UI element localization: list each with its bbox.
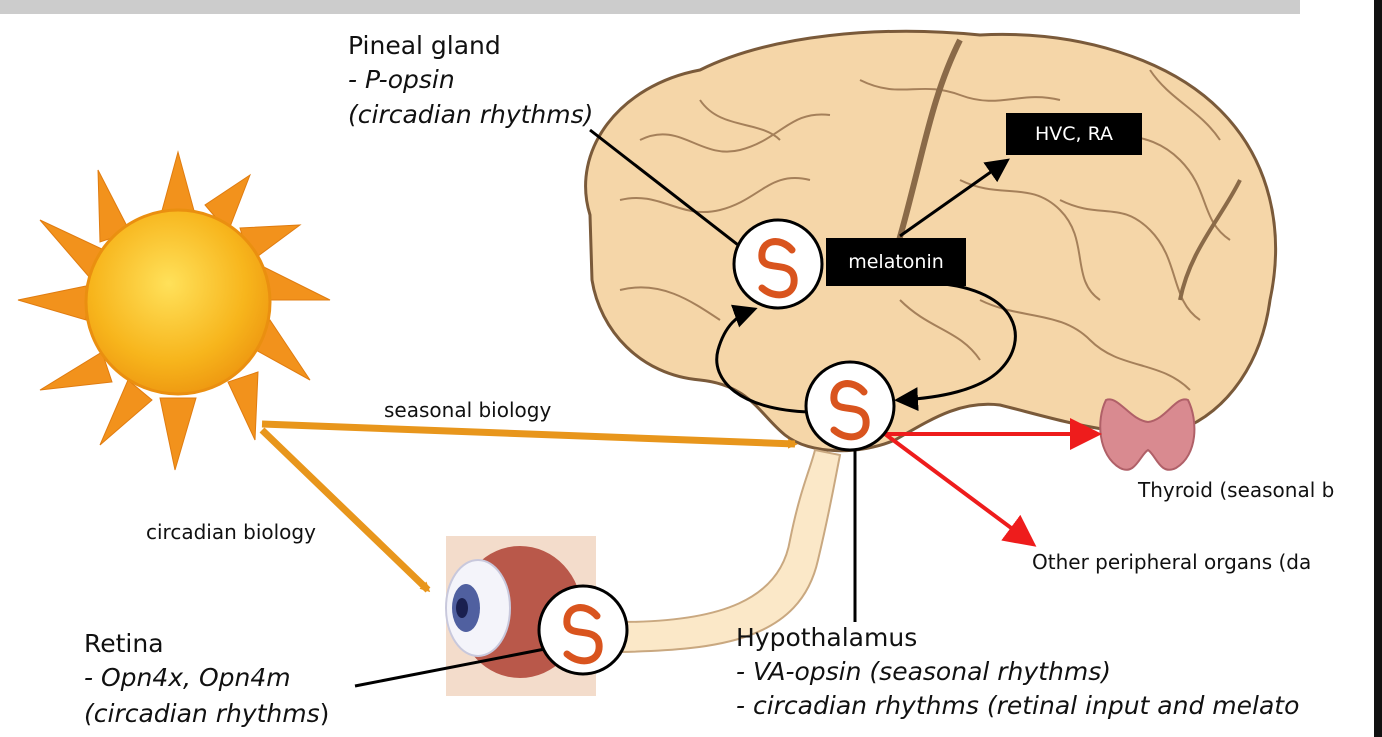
pineal-title: Pineal gland — [348, 30, 501, 62]
seasonal-arrow — [262, 424, 795, 444]
clock-icon — [734, 220, 822, 308]
retina-line1: - Opn4x, Opn4m — [84, 662, 291, 694]
circadian-arrow — [262, 430, 428, 590]
hypothalamus-line1: - VA-opsin (seasonal rhythms) — [736, 656, 1111, 688]
retina-line2-close: ) — [320, 699, 330, 728]
hypothalamus-title: Hypothalamus — [736, 622, 917, 654]
seasonal-biology-label: seasonal biology — [384, 398, 551, 422]
melatonin-label: melatonin — [826, 238, 966, 286]
retina-title: Retina — [84, 628, 164, 660]
retina-line2: (circadian rhythms) — [84, 698, 329, 730]
hvc-ra-label: HVC, RA — [1006, 113, 1142, 155]
other-organs-label: Other peripheral organs (da — [1032, 550, 1311, 574]
hypothalamus-line2: - circadian rhythms (retinal input and m… — [736, 690, 1372, 722]
pineal-line2: (circadian rhythms) — [348, 99, 593, 131]
retina-line2-text: (circadian rhythms — [84, 699, 320, 728]
clock-icon — [539, 586, 627, 674]
thyroid-label: Thyroid (seasonal b — [1138, 478, 1334, 502]
organs-arrow — [885, 434, 1030, 542]
clock-icon — [806, 362, 894, 450]
circadian-biology-label: circadian biology — [146, 520, 316, 544]
pineal-line1: - P-opsin — [348, 64, 455, 96]
